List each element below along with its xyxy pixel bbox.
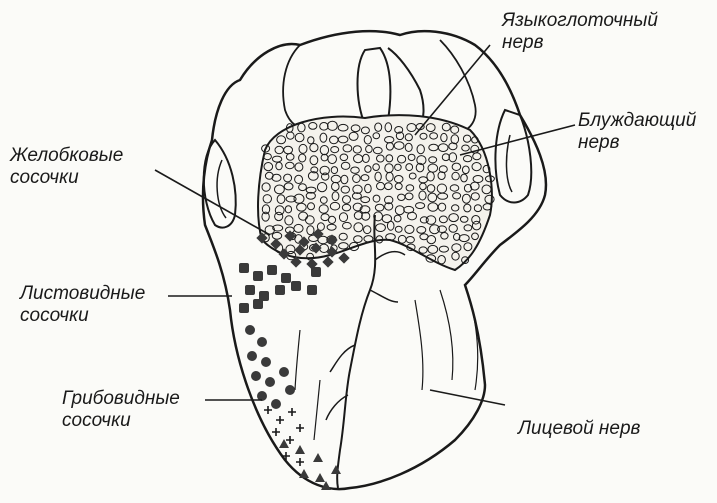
plus-marker	[276, 416, 284, 424]
circumvallate-papilla	[322, 256, 333, 267]
papillae-markings	[239, 228, 350, 490]
foliate-papilla	[239, 303, 249, 313]
label-glossopharyngeal-nerve: Языкоглоточный нерв	[502, 10, 658, 54]
label-circumvallate-line2: сосочки	[10, 167, 123, 189]
fungiform-papilla	[245, 325, 255, 335]
fungiform-papilla	[279, 367, 289, 377]
tip-papilla	[295, 445, 305, 454]
foliate-papilla	[239, 263, 249, 273]
tip-papilla	[299, 469, 309, 478]
label-facial-line1: Лицевой нерв	[518, 418, 640, 440]
foliate-papilla	[275, 285, 285, 295]
foliate-papilla	[253, 271, 263, 281]
foliate-papilla	[291, 281, 301, 291]
label-vagus-nerve: Блуждающий нерв	[578, 110, 696, 154]
upper-fold-right	[440, 40, 476, 132]
plus-marker	[272, 428, 280, 436]
label-facial-nerve: Лицевой нерв	[518, 418, 640, 440]
label-vagus-line1: Блуждающий	[578, 110, 696, 132]
fungiform-papilla	[265, 377, 275, 387]
plus-marker	[264, 406, 272, 414]
label-fungiform-line2: сосочки	[62, 410, 180, 432]
foliate-papilla	[307, 285, 317, 295]
label-fungiform-papillae: Грибовидные сосочки	[62, 388, 180, 432]
foliate-papilla	[281, 273, 291, 283]
tip-papilla	[315, 473, 325, 482]
tip-papilla	[331, 465, 341, 474]
leader-glossopharyngeal	[415, 45, 490, 135]
fungiform-papilla	[271, 399, 281, 409]
label-fungiform-line1: Грибовидные	[62, 388, 180, 410]
sulcus-branch-3	[370, 290, 398, 302]
plus-marker	[288, 408, 296, 416]
sulcus-branch-4	[375, 252, 405, 260]
plus-marker	[296, 458, 304, 466]
foliate-papilla	[267, 265, 277, 275]
foliate-papilla	[253, 299, 263, 309]
label-foliate-line2: сосочки	[20, 305, 145, 327]
label-foliate-papillae: Листовидные сосочки	[20, 283, 145, 327]
surface-shading	[295, 290, 478, 440]
foliate-papilla	[311, 267, 321, 277]
label-circumvallate-line1: Желобковые	[10, 145, 123, 167]
label-glossopharyngeal-line1: Языкоглоточный	[502, 10, 658, 32]
fungiform-papilla	[251, 371, 261, 381]
leader-facial	[430, 390, 505, 405]
foliate-papilla	[245, 285, 255, 295]
tip-papilla	[313, 453, 323, 462]
circumvallate-papilla	[338, 252, 349, 263]
leader-circumvallate	[155, 170, 270, 235]
right-lateral-fold-inner	[506, 135, 512, 192]
fungiform-papilla	[257, 337, 267, 347]
label-vagus-line2: нерв	[578, 132, 696, 154]
label-glossopharyngeal-line2: нерв	[502, 32, 658, 54]
plus-marker	[296, 424, 304, 432]
upper-fold-left	[283, 45, 310, 128]
fungiform-papilla	[285, 385, 295, 395]
label-circumvallate-papillae: Желобковые сосочки	[10, 145, 123, 189]
fungiform-papilla	[247, 351, 257, 361]
fungiform-papilla	[261, 357, 271, 367]
label-foliate-line1: Листовидные	[20, 283, 145, 305]
plus-marker	[286, 436, 294, 444]
